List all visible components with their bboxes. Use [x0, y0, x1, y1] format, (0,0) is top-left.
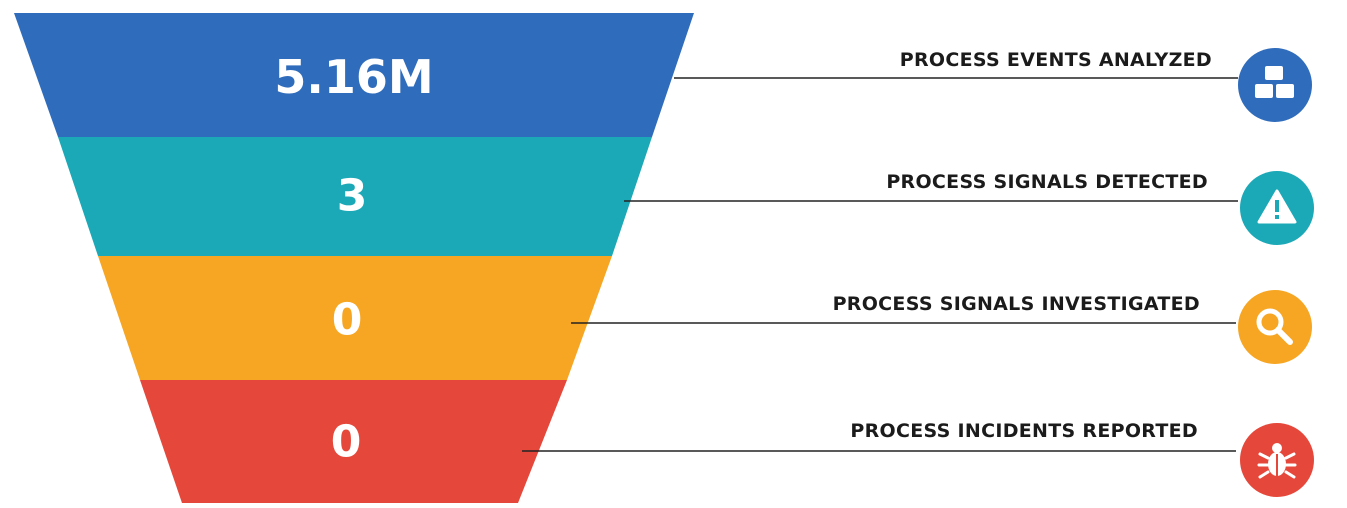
stage-icon-badge-4 — [1240, 423, 1314, 497]
magnifier-icon — [1256, 308, 1293, 345]
stage-icon-badge-2 — [1240, 171, 1314, 245]
funnel-band-4 — [140, 380, 567, 503]
stage-label-4: PROCESS INCIDENTS REPORTED — [850, 420, 1198, 442]
stage-icon-badge-1 — [1238, 48, 1312, 122]
stage-label-3: PROCESS SIGNALS INVESTIGATED — [833, 293, 1200, 315]
funnel-stage-3: 0 PROCESS SIGNALS INVESTIGATED — [98, 256, 1312, 380]
funnel-stage-1: 5.16M PROCESS EVENTS ANALYZED — [14, 13, 1312, 137]
stage-icon-circle-1 — [1238, 48, 1312, 122]
warning-icon — [1257, 189, 1297, 224]
stage-icon-badge-3 — [1238, 290, 1312, 364]
stage-value-3: 0 — [332, 295, 363, 346]
stage-label-2: PROCESS SIGNALS DETECTED — [886, 171, 1208, 193]
funnel-stage-2: 3 PROCESS SIGNALS DETECTED — [58, 137, 1314, 256]
funnel-band-1 — [14, 13, 694, 137]
stage-label-1: PROCESS EVENTS ANALYZED — [900, 49, 1212, 71]
stage-value-2: 3 — [337, 171, 368, 222]
cubes-icon — [1255, 66, 1294, 98]
funnel-band-2 — [58, 137, 652, 256]
stage-value-4: 0 — [331, 417, 362, 468]
stage-icon-circle-3 — [1238, 290, 1312, 364]
funnel-band-3 — [98, 256, 612, 380]
funnel-stage-4: 0 PROCESS INCIDENTS REPORTED — [140, 380, 1314, 503]
bug-icon — [1257, 443, 1297, 479]
stage-value-1: 5.16M — [274, 50, 433, 104]
